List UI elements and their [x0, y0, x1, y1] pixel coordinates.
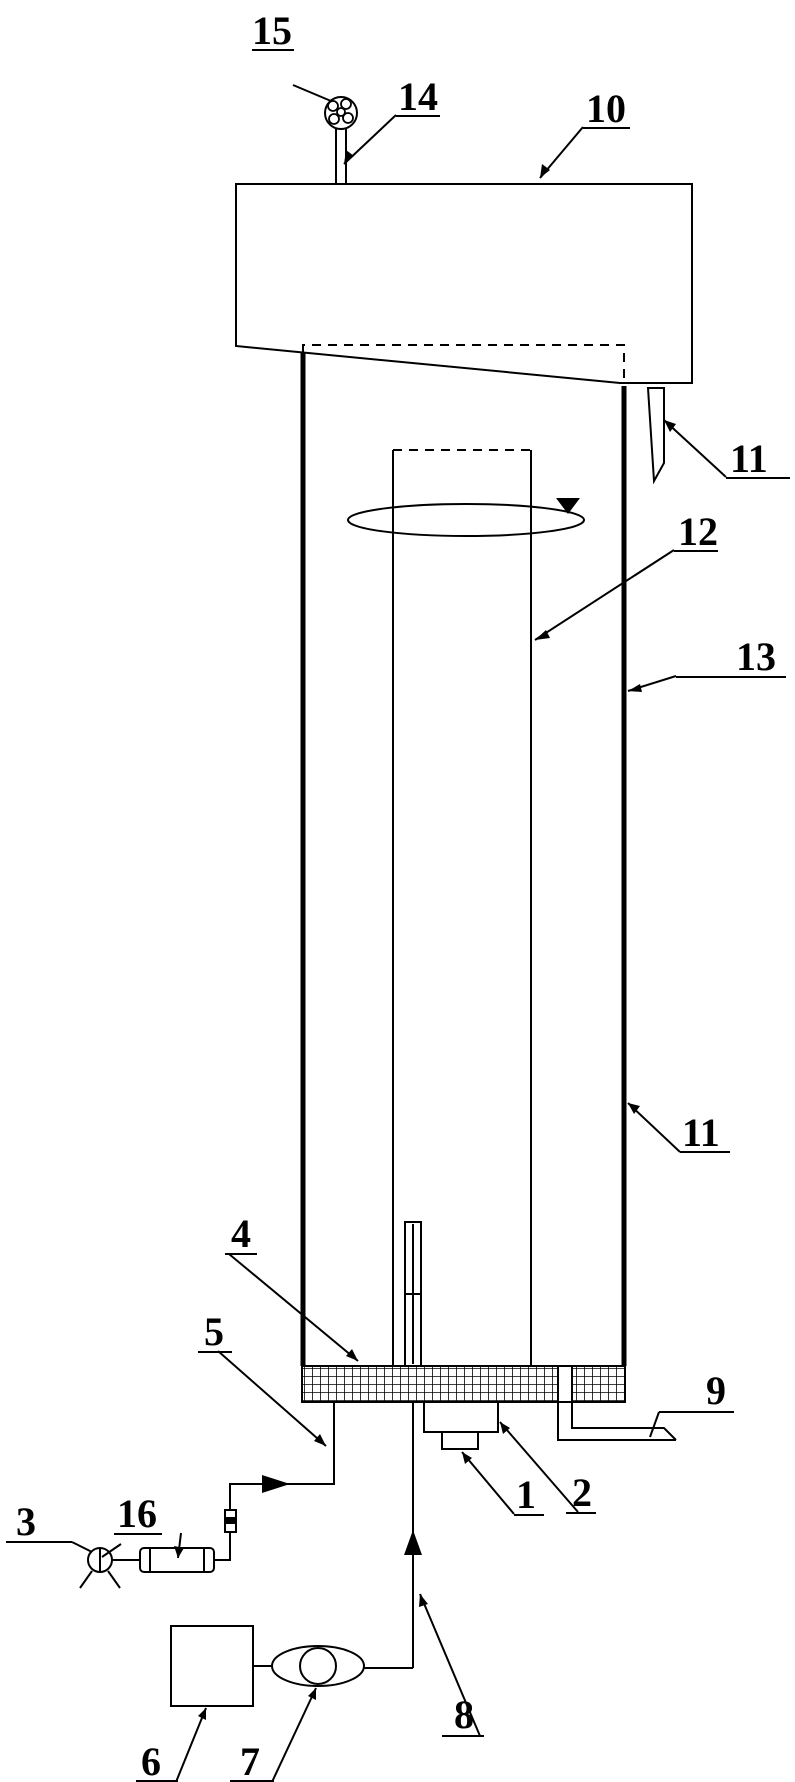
drain-pipe	[557, 1402, 677, 1441]
leader-lines	[101, 84, 727, 1782]
label-12: 12	[674, 509, 718, 554]
label-11-top: 11	[726, 436, 790, 481]
label-9: 9	[659, 1368, 734, 1413]
svg-text:7: 7	[240, 1739, 260, 1782]
gas-collector-icon	[324, 96, 358, 130]
svg-text:1: 1	[516, 1472, 536, 1517]
aeration-arrow-icon	[262, 1475, 290, 1493]
svg-text:15: 15	[252, 8, 292, 53]
aeration-pipe	[229, 1402, 335, 1510]
label-1: 1	[514, 1472, 544, 1517]
svg-text:9: 9	[706, 1368, 726, 1413]
label-5: 5	[198, 1309, 232, 1354]
svg-text:11: 11	[730, 436, 768, 481]
svg-text:8: 8	[454, 1692, 474, 1737]
svg-text:12: 12	[678, 509, 718, 554]
settler-dashed-outline	[302, 344, 625, 385]
overflow-outlet	[646, 387, 665, 485]
label-11-bottom: 11	[680, 1110, 730, 1155]
svg-text:6: 6	[141, 1739, 161, 1782]
svg-text:4: 4	[231, 1211, 251, 1256]
label-14: 14	[396, 74, 440, 119]
svg-text:16: 16	[117, 1491, 157, 1536]
svg-text:5: 5	[204, 1309, 224, 1354]
air-pump-icon	[79, 1547, 121, 1589]
svg-text:10: 10	[586, 86, 626, 131]
drain-port	[557, 1365, 573, 1403]
svg-text:3: 3	[16, 1499, 36, 1544]
svg-text:14: 14	[398, 74, 438, 119]
label-8: 8	[442, 1692, 484, 1737]
label-6: 6	[136, 1739, 178, 1782]
feed-arrow-icon	[404, 1530, 422, 1555]
label-7: 7	[230, 1739, 274, 1782]
svg-text:13: 13	[736, 634, 776, 679]
motor-housing	[423, 1401, 499, 1433]
label-13: 13	[676, 634, 786, 679]
label-2: 2	[566, 1470, 596, 1515]
svg-text:2: 2	[572, 1470, 592, 1515]
label-15: 15	[252, 8, 294, 53]
svg-text:11: 11	[682, 1110, 720, 1155]
leader-arrowheads	[174, 150, 676, 1720]
feed-tank	[170, 1625, 254, 1707]
label-16: 16	[114, 1491, 162, 1536]
motor-base	[441, 1431, 479, 1450]
distributor-plate	[301, 1365, 626, 1403]
label-10: 10	[583, 86, 630, 131]
settler-head	[235, 183, 693, 384]
rotation-arrow-icon	[347, 498, 585, 537]
label-4: 4	[225, 1211, 257, 1256]
feed-pump-icon	[271, 1645, 365, 1687]
label-3: 3	[6, 1499, 93, 1553]
